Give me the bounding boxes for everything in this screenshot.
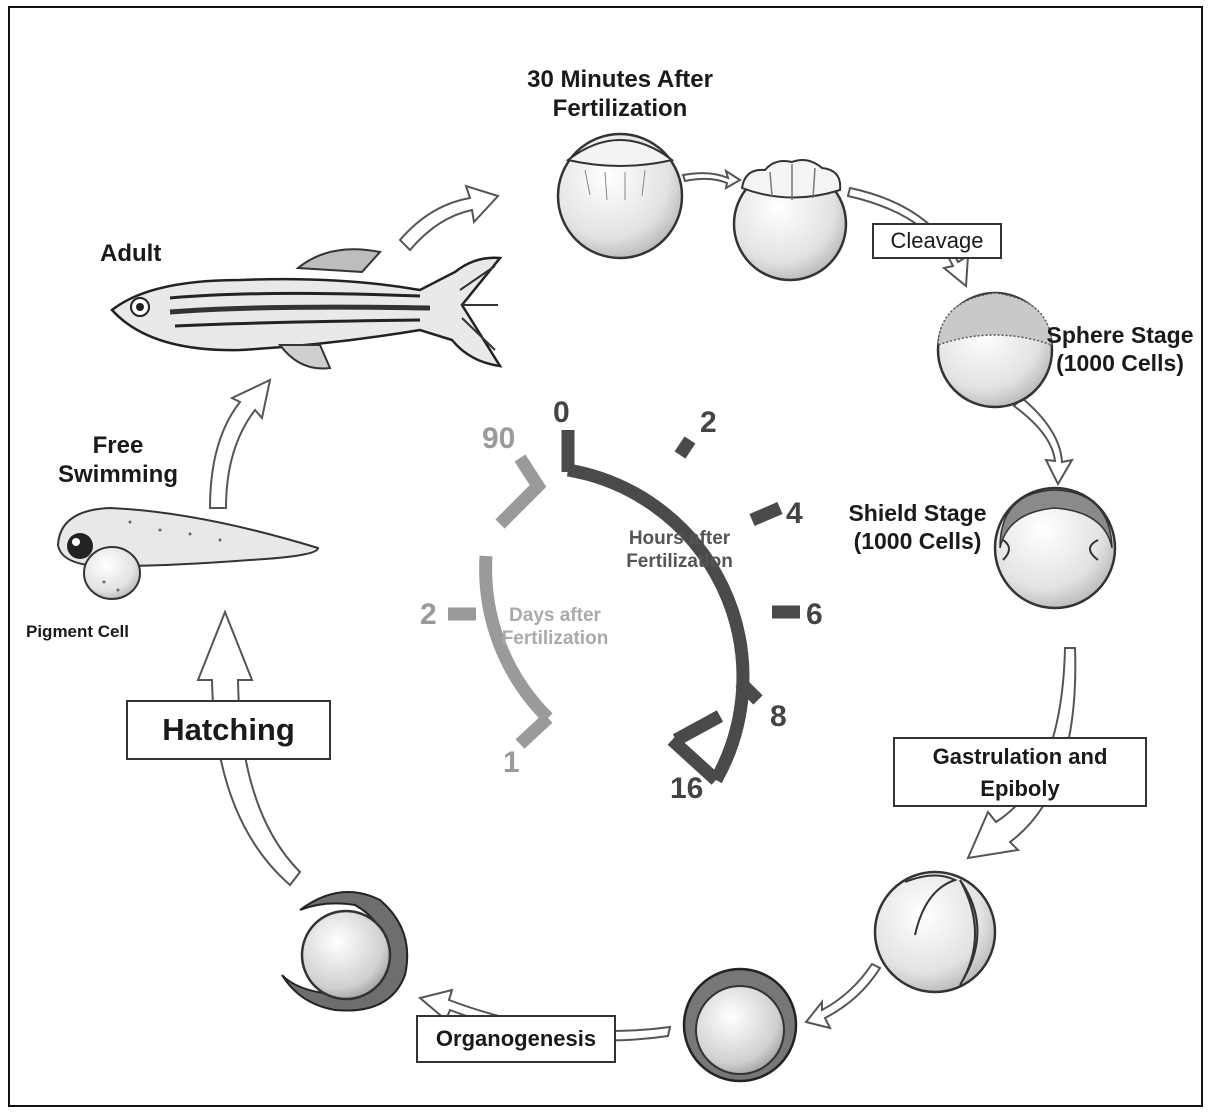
day-tick-90: 90: [482, 422, 515, 456]
egg-shield: [995, 488, 1115, 608]
hour-tick-4: 4: [786, 497, 803, 531]
stage-label-free-swimming: Free Swimming: [48, 432, 188, 490]
arrow-swimming-to-adult: [210, 380, 270, 508]
egg-cleavage: [734, 160, 846, 280]
arrow-sphere-to-shield: [1014, 398, 1072, 484]
arrow-egg-to-egg: [683, 171, 740, 188]
egg-30min: [558, 134, 682, 258]
stage-label-shield: Shield Stage (1000 Cells): [840, 500, 995, 555]
label-pigment-cell: Pigment Cell: [26, 622, 129, 642]
stage-label-sphere: Sphere Stage (1000 Cells): [1045, 322, 1195, 377]
adult-fish: [112, 249, 500, 368]
days-label: Days after Fertilization: [490, 605, 620, 651]
arrow-epiboly-to-late: [806, 964, 880, 1028]
process-gastrulation: Gastrulation and Epiboly: [893, 737, 1147, 807]
hour-tick-6: 6: [806, 598, 823, 632]
stage-label-fertilization: 30 Minutes After Fertilization: [505, 66, 735, 124]
process-organogenesis: Organogenesis: [416, 1015, 616, 1063]
egg-gastrula: [875, 872, 995, 992]
egg-late: [684, 969, 796, 1081]
hours-label: Hours after Fertilization: [612, 528, 747, 574]
hour-tick-8: 8: [770, 700, 787, 734]
egg-sphere: [938, 293, 1052, 407]
egg-organogenesis: [282, 892, 407, 1011]
day-tick-2: 2: [420, 598, 437, 632]
hour-tick-0: 0: [553, 396, 570, 430]
days-arc: [448, 458, 548, 744]
hour-tick-2: 2: [700, 406, 717, 440]
arrow-adult-to-egg: [400, 186, 498, 250]
day-tick-1: 1: [503, 746, 520, 780]
process-cleavage: Cleavage: [872, 223, 1002, 259]
stage-label-adult: Adult: [100, 240, 161, 269]
larva: [58, 508, 318, 599]
hour-tick-16: 16: [670, 772, 703, 806]
process-hatching: Hatching: [126, 700, 331, 760]
